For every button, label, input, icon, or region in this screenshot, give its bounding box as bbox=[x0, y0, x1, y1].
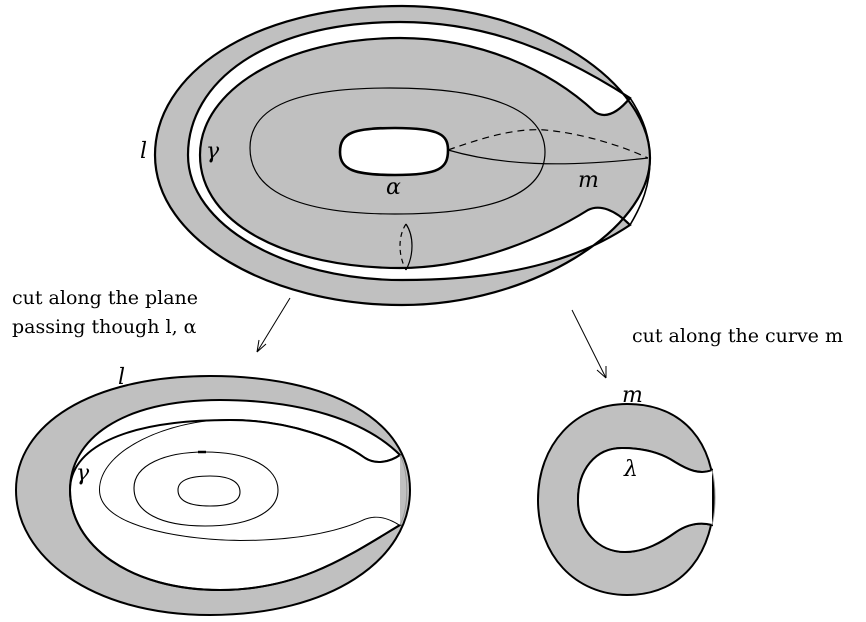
left-contour-outer bbox=[133, 451, 279, 527]
torus-figure: l γ α m bbox=[140, 4, 652, 307]
left-disk-inner-white bbox=[100, 420, 400, 540]
label-m-top: m bbox=[578, 168, 599, 193]
right-disk-right-edge bbox=[711, 469, 716, 526]
torus-hole bbox=[338, 126, 450, 177]
label-lambda: λ bbox=[623, 457, 638, 482]
label-l-bottom: l bbox=[118, 365, 125, 390]
band-section-dashed bbox=[399, 223, 407, 271]
caption-right: cut along the curve m bbox=[632, 325, 843, 347]
caption-left-line1: cut along the plane bbox=[12, 287, 198, 309]
left-arrow bbox=[256, 297, 291, 353]
label-l-top: l bbox=[140, 139, 147, 164]
label-gamma-top: γ bbox=[206, 139, 220, 164]
right-disk-inner-white bbox=[576, 446, 713, 554]
right-arrow bbox=[571, 309, 607, 379]
meridian-solid bbox=[447, 149, 649, 165]
left-disk-right-edge bbox=[399, 454, 408, 526]
left-contour-inner bbox=[177, 475, 241, 507]
left-disk-inner-boundary bbox=[68, 418, 401, 592]
right-disk-figure: m λ bbox=[536, 383, 716, 597]
label-alpha: α bbox=[386, 175, 401, 200]
torus-right-edge bbox=[629, 97, 651, 226]
label-m-bottom: m bbox=[622, 383, 643, 408]
meridian-dashed bbox=[447, 129, 649, 159]
label-gamma-bottom: γ bbox=[76, 461, 90, 486]
caption-left-line2: passing though l, α bbox=[12, 316, 197, 338]
band-section-solid bbox=[405, 223, 413, 271]
left-disk-figure: l γ bbox=[14, 365, 412, 617]
